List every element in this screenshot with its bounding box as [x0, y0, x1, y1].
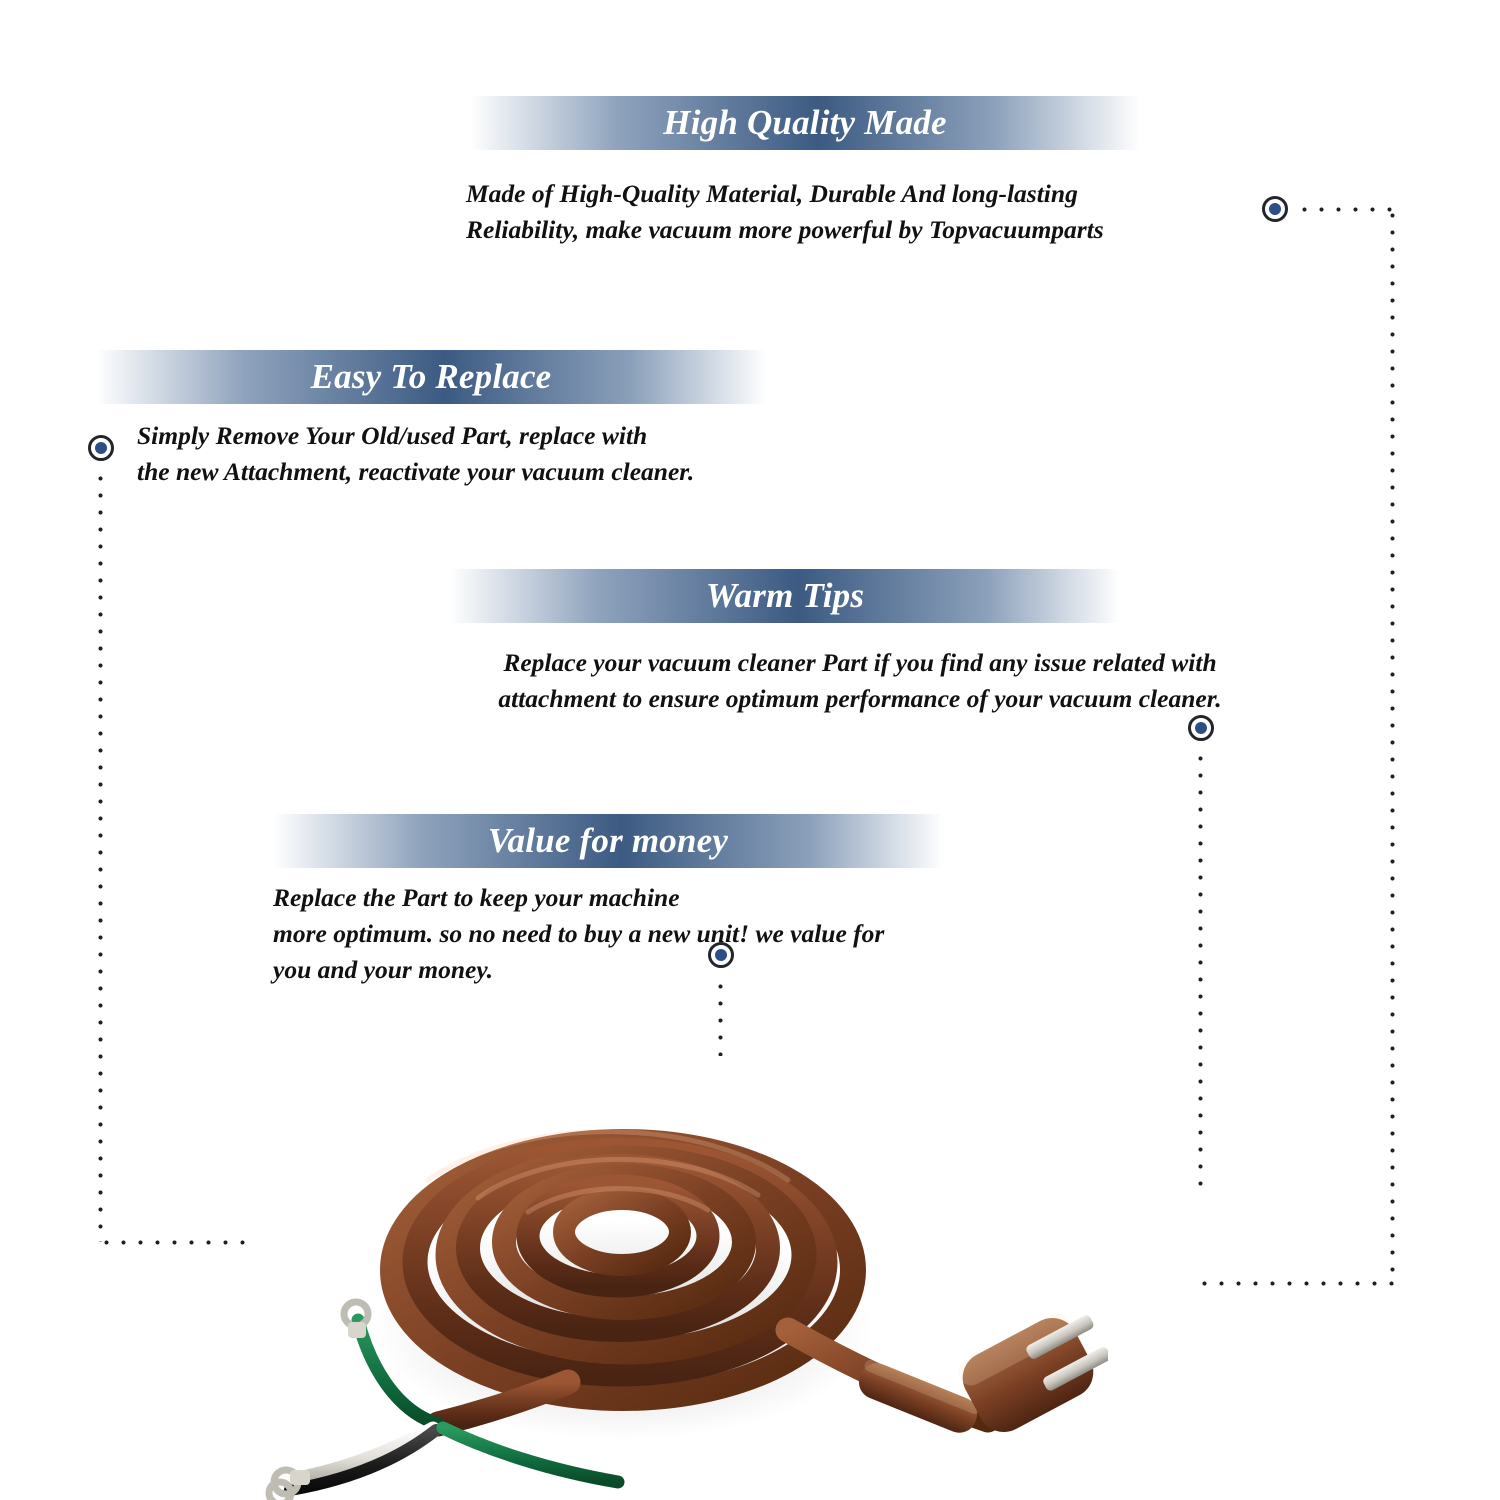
- feature-heading-label: High Quality Made: [663, 103, 947, 142]
- connector-line-etr-right: [98, 1240, 250, 1245]
- connector-line-wt-down: [1198, 750, 1203, 1190]
- feature-heading-label: Value for money: [487, 821, 729, 860]
- feature-body-value-for-money: Replace the Part to keep your machine mo…: [273, 883, 885, 984]
- feature-heading-high-quality-made: High Quality Made: [470, 96, 1140, 150]
- feature-body-high-quality-made: Made of High-Quality Material, Durable A…: [466, 179, 1104, 244]
- feature-heading-warm-tips: Warm Tips: [450, 569, 1120, 623]
- connector-line-vfm-down: [718, 978, 723, 1056]
- feature-heading-easy-to-replace: Easy To Replace: [96, 350, 766, 404]
- feature-heading-value-for-money: Value for money: [273, 814, 943, 868]
- product-image-vacuum-power-cord: [228, 1030, 1111, 1500]
- feature-body-warm-tips: Replace your vacuum cleaner Part if you …: [498, 648, 1222, 713]
- connector-line-etr-down: [98, 470, 103, 1242]
- connector-node-value-for-money: [708, 942, 734, 968]
- connector-node-high-quality-made: [1262, 196, 1288, 222]
- connector-node-easy-to-replace: [88, 435, 114, 461]
- connector-line-hq-top: [1296, 207, 1394, 212]
- feature-body-easy-to-replace: Simply Remove Your Old/used Part, replac…: [137, 421, 695, 486]
- connector-line-hq-right: [1390, 207, 1395, 1285]
- connector-line-hq-bottom: [1196, 1281, 1394, 1286]
- connector-node-warm-tips: [1188, 715, 1214, 741]
- feature-heading-label: Easy To Replace: [310, 357, 552, 396]
- feature-heading-label: Warm Tips: [705, 576, 865, 615]
